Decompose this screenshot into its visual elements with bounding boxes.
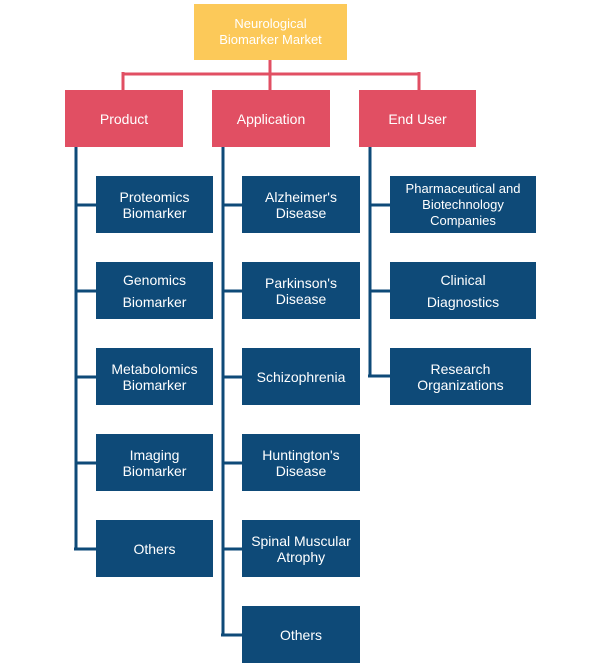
leaf-label-line1: Others	[279, 626, 322, 643]
leaf-label-line2: Disease	[275, 204, 327, 221]
leaf-label-line2: Biomarker	[122, 204, 187, 221]
end-user-item-clinical-diagnostics: Clinical Diagnostics	[390, 262, 536, 319]
leaf-label-line1: Imaging	[129, 446, 180, 463]
end-user-item-research-organizations: Research Organizations	[390, 348, 531, 405]
root-label-line2: Biomarker Market	[219, 32, 322, 47]
category-end-user-label: End User	[388, 110, 447, 127]
leaf-label-line1: Spinal Muscular	[251, 532, 351, 549]
leaf-label-line1: Metabolomics	[111, 360, 198, 377]
application-item-parkinsons-disease: Parkinson's Disease	[242, 262, 360, 319]
leaf-label-line1: Huntington's	[262, 446, 340, 463]
leaf-label-line1: Parkinson's	[265, 274, 337, 291]
application-item-schizophrenia: Schizophrenia	[242, 348, 360, 405]
end-user-item-pharmaceutical-and-biotechnology-companies: Pharmaceutical and Biotechnology Compani…	[390, 176, 536, 233]
leaf-label-line2: Biomarker	[122, 376, 187, 393]
product-item-others: Others	[96, 520, 213, 577]
product-item-genomics-biomarker: Genomics Biomarker	[96, 262, 213, 319]
category-product-label: Product	[99, 110, 149, 127]
application-item-others: Others	[242, 606, 360, 663]
leaf-label-line1: Pharmaceutical and	[405, 180, 521, 196]
root-node: Neurological Biomarker Market	[194, 4, 347, 60]
leaf-label-line1: Research	[430, 360, 491, 377]
leaf-label-line2: Disease	[275, 290, 327, 307]
leaf-label-line1: Proteomics	[119, 188, 190, 205]
leaf-label-line1: Clinical	[440, 271, 486, 288]
root-label-line1: Neurological	[234, 16, 307, 31]
category-product: Product	[65, 90, 183, 147]
leaf-label-line2: Diagnostics	[426, 293, 500, 310]
leaf-label-line2: Disease	[275, 462, 327, 479]
product-item-metabolomics-biomarker: Metabolomics Biomarker	[96, 348, 213, 405]
product-item-imaging-biomarker: Imaging Biomarker	[96, 434, 213, 491]
leaf-label-line2: Biomarker	[122, 462, 187, 479]
category-application-label: Application	[236, 110, 306, 127]
application-item-spinal-muscular-atrophy: Spinal Muscular Atrophy	[242, 520, 360, 577]
leaf-label-line1: Others	[133, 540, 176, 557]
leaf-label-line1: Genomics	[122, 271, 187, 288]
leaf-label-line2: Biotechnology	[422, 196, 504, 212]
application-item-alzheimers-disease: Alzheimer's Disease	[242, 176, 360, 233]
leaf-label-line3: Companies	[430, 212, 496, 228]
leaf-label-line1: Schizophrenia	[256, 368, 346, 385]
leaf-label-line2: Organizations	[417, 376, 504, 393]
leaf-label-line1: Alzheimer's	[265, 188, 337, 205]
application-item-huntingtons-disease: Huntington's Disease	[242, 434, 360, 491]
leaf-label-line2: Biomarker	[122, 293, 187, 310]
category-application: Application	[212, 90, 330, 147]
category-end-user: End User	[359, 90, 476, 147]
product-item-proteomics-biomarker: Proteomics Biomarker	[96, 176, 213, 233]
leaf-label-line2: Atrophy	[276, 548, 326, 565]
